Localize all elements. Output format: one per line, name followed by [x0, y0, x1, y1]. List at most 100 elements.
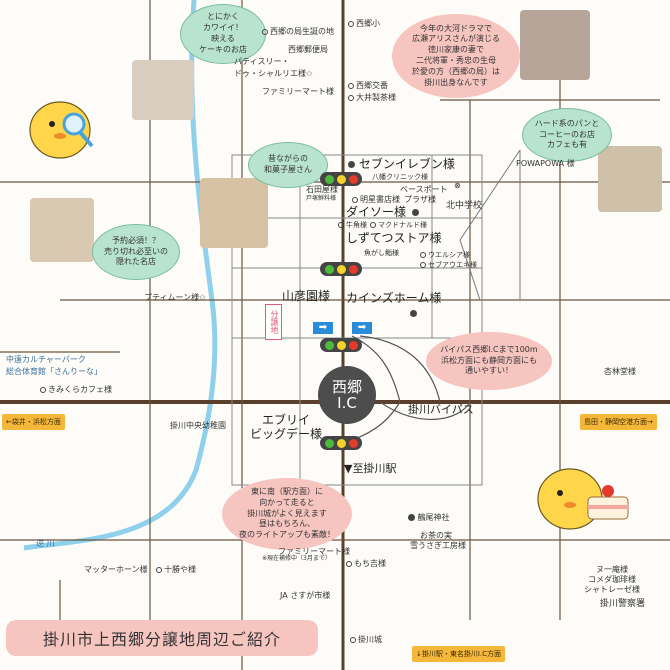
bubble-text: 広瀬アリスさんが演じる	[412, 34, 500, 44]
place-label: 中遠カルチャーパーク	[6, 355, 86, 364]
place-label: しずてつストア様	[346, 231, 442, 245]
place-label: 総合体育館「さんりーな」	[6, 367, 102, 376]
place-label: 鶴尾神社	[406, 514, 450, 522]
place-label: 牛角様	[338, 222, 367, 229]
place-label: 杏林堂様	[604, 367, 636, 376]
place-label: 十勝や様	[156, 566, 196, 574]
place-label: ベースポート	[400, 185, 448, 194]
bubble-text: 二代将軍・秀忠の生母	[416, 56, 496, 65]
bubble-text: ケーキのお店	[199, 44, 247, 54]
place-label: ドゥ・シャルリエ様✩	[234, 69, 313, 78]
bubble-text: 浜松方面にも静岡方面にも	[441, 355, 537, 365]
place-label: 戸塚鮮料様	[306, 195, 337, 202]
bubble-text: 掛川出身なんです	[424, 77, 488, 87]
place-label: シャトレーゼ様	[584, 585, 640, 594]
bubble-text: 掛川城がよく見えます	[247, 508, 327, 518]
monument-photo	[520, 10, 590, 80]
traffic-signal-icon	[320, 172, 362, 186]
place-label: セブンイレブン様	[346, 158, 455, 170]
bubble-text: 和菓子屋さん	[264, 165, 312, 174]
river-line	[23, 0, 218, 551]
place-label: 北中学校	[446, 201, 483, 211]
place-label: 大井製茶様	[348, 94, 396, 102]
place-label: ファミリーマート様	[262, 87, 334, 96]
wagashi-bubble: 昔ながらの 和菓子屋さん	[248, 142, 328, 188]
place-label: ヌ一庵様	[596, 565, 628, 574]
place-label: JA さすが市様	[280, 591, 331, 600]
wagashi-photo	[200, 178, 268, 248]
page-title: 掛川市上西郷分譲地周辺ご紹介	[6, 620, 318, 656]
place-label: 掛川城	[350, 636, 382, 644]
bubble-text: 今年の大河ドラマで	[420, 23, 492, 33]
place-label: もち吉様	[346, 560, 386, 568]
place-label: コメダ珈琲様	[588, 575, 636, 584]
bubble-text: 売り切れ必至いの	[104, 246, 168, 256]
bread-photo	[598, 146, 662, 212]
bypass-label: 掛川バイパス	[408, 403, 474, 416]
place-label: 西郷郵便局	[288, 45, 328, 54]
reserve-shop-photo	[30, 198, 94, 262]
bubble-text: 映える	[211, 34, 235, 43]
place-label: お茶の実	[420, 531, 452, 540]
place-label: プティムーン様✩	[144, 293, 206, 302]
bubble-text: 夜のライトアップも素敵！	[239, 530, 335, 540]
place-label: 魚がし鮨様	[364, 249, 399, 257]
place-label: きみくらカフェ様	[40, 386, 112, 394]
cake-photo	[132, 60, 194, 120]
ic-suffix: I.C	[337, 394, 357, 412]
place-label: セブアウエキ様	[420, 262, 477, 269]
bubble-text: 昼はもちろん、	[259, 519, 315, 529]
school-icon: ⊗	[454, 181, 461, 190]
place-label: 掛川警察署	[600, 599, 646, 609]
traffic-signal-icon	[320, 262, 362, 276]
bubble-text: 東に南（駅方面）に	[251, 487, 323, 496]
place-label: マッターホーン様	[84, 565, 148, 574]
place-label: 掛川中央幼稚園	[170, 421, 226, 430]
place-label: プラザ様	[404, 195, 436, 204]
ic-name: 西郷	[331, 377, 362, 396]
place-label: カインズホーム様	[346, 291, 442, 305]
place-label: 西郷交番	[348, 82, 388, 90]
place-label: 明星書店様	[352, 196, 400, 204]
toward-station-label: ▼至掛川駅	[344, 462, 397, 475]
direction-sign-west: ←袋井・浜松方面	[2, 414, 65, 430]
bubble-text: 徳川家康の妻で	[428, 45, 484, 55]
direction-sign-east: 島田・静岡空港方面→	[580, 414, 657, 430]
place-label: ファミリーマート様	[278, 547, 350, 556]
bubble-text: カワイイ！	[203, 23, 243, 33]
place-label: 西郷小	[348, 20, 380, 28]
place-label: ビッグデー様	[250, 427, 323, 441]
bubble-text: カフェも有	[547, 140, 587, 150]
bubble-text: コーヒーのお店	[539, 129, 595, 139]
place-label: マクドナルド様	[370, 222, 427, 229]
bubble-text: 昔ながらの	[268, 154, 308, 164]
saigo-ic-marker: 西郷 I.C	[318, 366, 376, 424]
place-label: ウエルシア様	[420, 252, 470, 259]
place-label: 石田屋様	[306, 185, 338, 194]
traffic-signal-icon	[320, 436, 362, 450]
place-label: 雪うさぎ工房様	[410, 541, 466, 550]
cake-bubble: とにかく カワイイ！ 映える ケーキのお店	[180, 4, 266, 64]
castle-note: ※現在補修中（3月まで）	[262, 555, 331, 562]
traffic-signal-icon	[320, 338, 362, 352]
place-label: 山彦園様	[282, 289, 331, 303]
bubble-text: 向かって走ると	[259, 497, 315, 507]
bubble-text: 予約必須！？	[112, 235, 160, 245]
bubble-text: 於愛の方（西郷の局）は	[412, 66, 500, 76]
bypass-bubble: バイパス西郷I.Cまで100m 浜松方面にも静岡方面にも 通いやすい！	[426, 332, 552, 390]
place-label: 逆 川	[36, 539, 55, 548]
bubble-text: 隠れた名店	[116, 257, 156, 267]
bubble-text: ハード系のパンと	[534, 118, 600, 128]
bubble-text: 通いやすい！	[465, 366, 513, 376]
place-label: POWAPOWA 様	[516, 159, 575, 168]
place-label: パティスリー・	[234, 57, 290, 66]
cainz-marker	[408, 310, 417, 318]
castle-bubble: 東に南（駅方面）に 向かって走ると 掛川城がよく見えます 昼はもちろん、 夜のラ…	[222, 478, 352, 550]
chick-magnifier-icon	[22, 92, 98, 164]
bubble-text: バイパス西郷I.Cまで100m	[440, 344, 538, 354]
direction-sign-south: ↓掛川駅・東名掛川I.C方面	[412, 646, 506, 662]
reserve-bubble: 予約必須！？ 売り切れ必至いの 隠れた名店	[92, 224, 180, 280]
place-label: 八幡クリニック様	[372, 173, 428, 181]
chick-cake-icon	[530, 455, 634, 535]
